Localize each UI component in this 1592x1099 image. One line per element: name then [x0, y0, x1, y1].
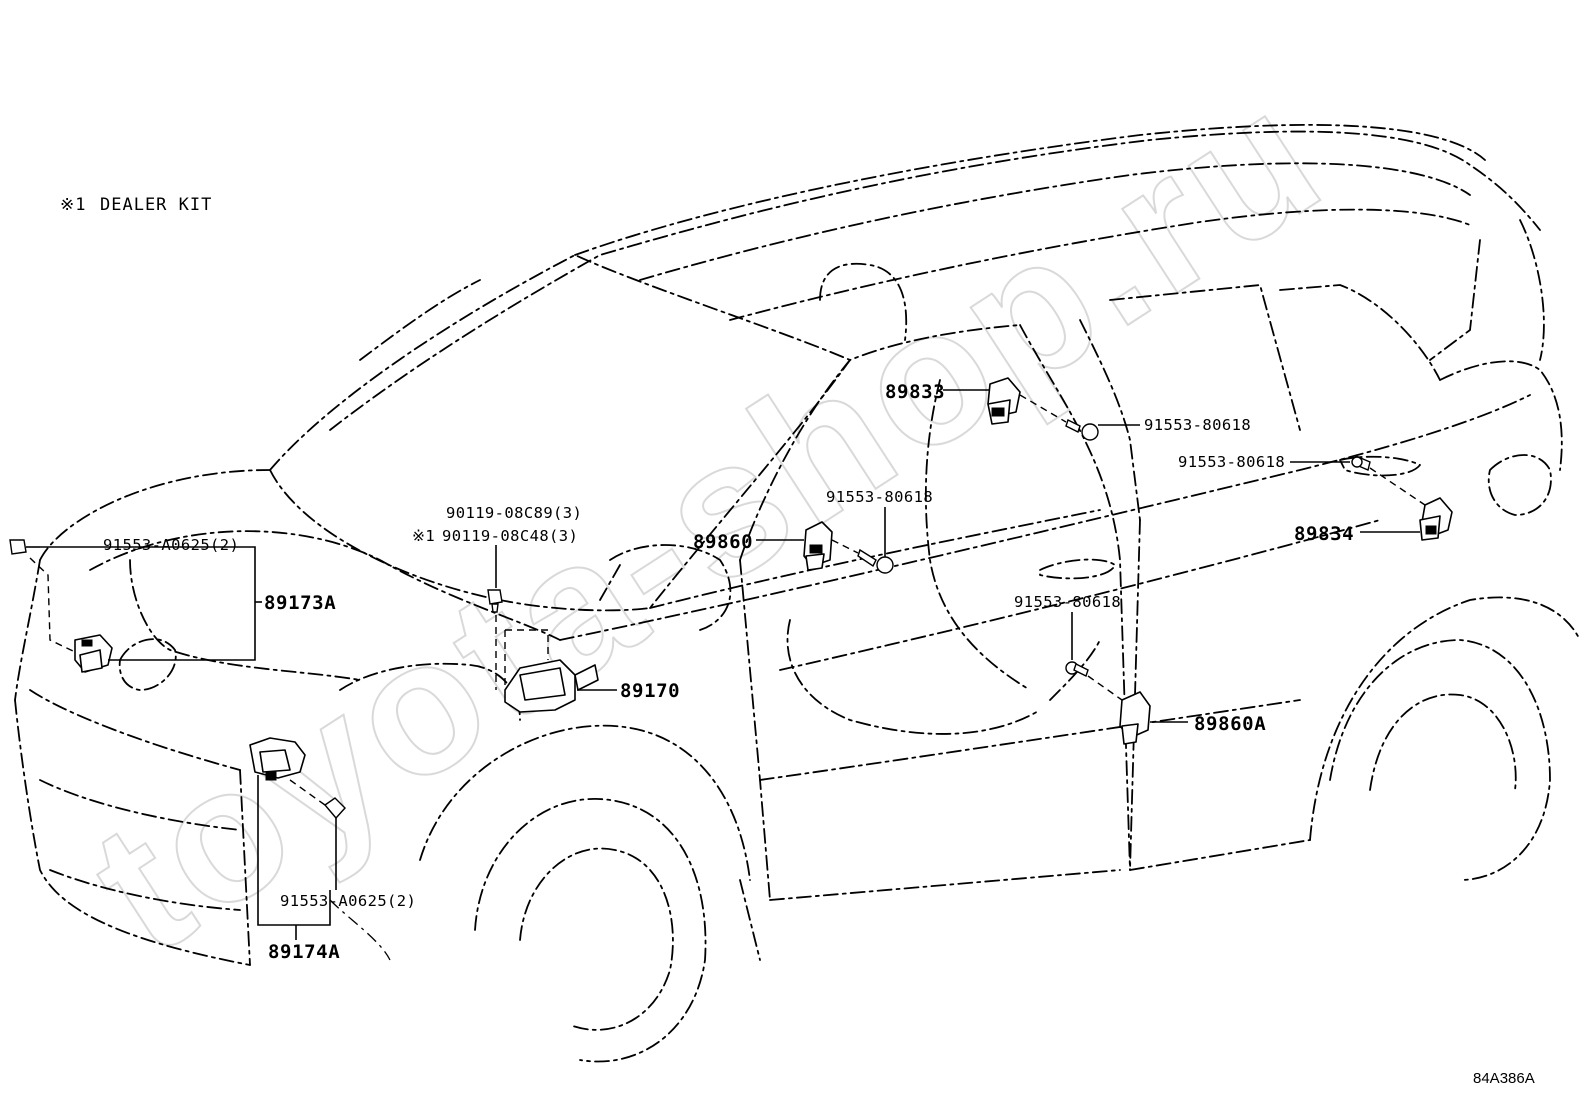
label-bolt-89170-a: 90119-08C89(3): [446, 504, 582, 522]
label-89173A: 89173A: [264, 592, 336, 614]
label-89834: 89834: [1294, 523, 1354, 545]
bolt-89833-icon: [1065, 419, 1099, 441]
label-bolt-front-lower: 91553-A0625(2): [280, 892, 416, 910]
bolt-89860-icon: [857, 548, 894, 574]
vehicle-outline: [14, 124, 1581, 1063]
leader-89170-dash: [495, 615, 549, 690]
diagram-code: 84A386A: [1473, 1070, 1535, 1087]
leader-89174A: [257, 775, 331, 926]
leader-89173A-bolt-dash: [29, 557, 76, 653]
bolt-front-left-icon: [9, 539, 40, 555]
label-89860: 89860: [693, 531, 753, 553]
label-bolt-front-left: 91553-A0625(2): [103, 536, 239, 554]
part-89170[interactable]: [504, 659, 599, 713]
leader-89860-bolt-dash: [831, 539, 859, 554]
part-89834[interactable]: [1419, 497, 1453, 541]
note-text: DEALER KIT: [100, 195, 212, 215]
note-mark: ※1: [60, 195, 86, 215]
bolt-front-lower-icon: [323, 797, 346, 890]
leader-89833-bolt-dash: [1019, 394, 1067, 423]
leader-89834-bolt-dash: [1369, 467, 1426, 506]
bolt-89834-icon: [1351, 455, 1371, 471]
leader-89173A: [40, 546, 256, 661]
part-89173A[interactable]: [74, 634, 113, 673]
part-89860A[interactable]: [1119, 691, 1151, 745]
label-bolt-89834: 91553-80618: [1178, 453, 1285, 471]
bolt-89860A-icon: [1065, 661, 1089, 677]
dealer-kit-note: ※1 DEALER KIT: [60, 195, 212, 215]
part-89174A[interactable]: [249, 737, 306, 781]
leader-89860A-bolt-dash: [1087, 675, 1123, 701]
label-89860A: 89860A: [1194, 713, 1266, 735]
part-89833[interactable]: [987, 377, 1021, 425]
label-89174A: 89174A: [268, 941, 340, 963]
label-bolt-89170-b-mark: ※1: [412, 527, 435, 545]
label-bolt-89170-b: 90119-08C48(3): [442, 527, 578, 545]
label-89170: 89170: [620, 680, 680, 702]
watermark: toyota-shop.ru: [57, 47, 1358, 995]
label-89833: 89833: [885, 381, 945, 403]
label-bolt-89860A: 91553-80618: [1014, 593, 1121, 611]
part-89860[interactable]: [803, 521, 833, 571]
bolt-89170-icon: [487, 589, 503, 613]
label-bolt-89860: 91553-80618: [826, 488, 933, 506]
label-bolt-89833: 91553-80618: [1144, 416, 1251, 434]
